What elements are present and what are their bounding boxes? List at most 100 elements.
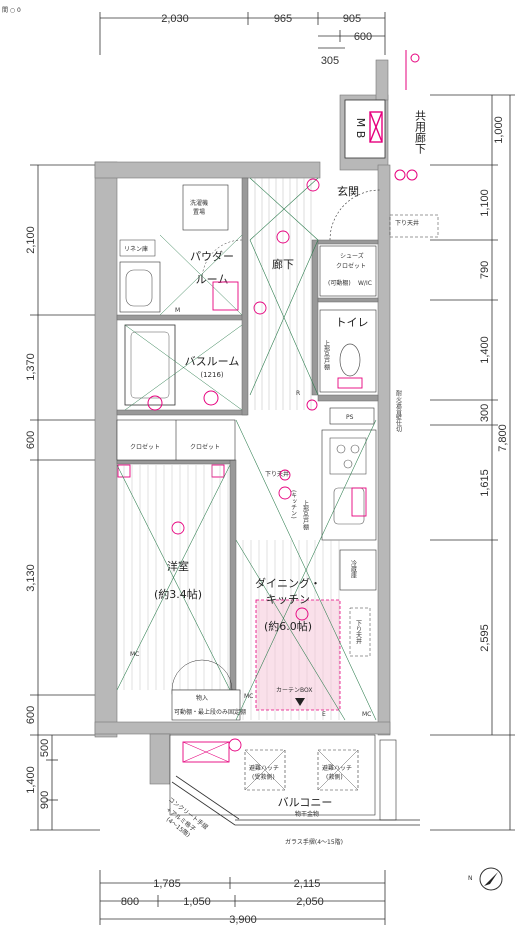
dim-bottom-d: 1,050 <box>183 896 211 908</box>
shoe-closet-label3: (可動棚) <box>328 279 351 287</box>
dim-right-f: 7,800 <box>497 424 509 452</box>
glass-railing-label: ガラス手摺(4〜15階) <box>285 838 343 846</box>
stove-icon <box>329 437 367 475</box>
mb-label: M B <box>354 118 367 139</box>
dim-left-d: 3,130 <box>25 564 37 592</box>
range-hood-icon <box>278 486 292 500</box>
bathtub <box>124 324 176 406</box>
dim-bottom-b: 2,115 <box>294 878 321 890</box>
shoe-closet <box>319 245 377 297</box>
dim-right-g: 1,615 <box>479 469 491 497</box>
upper-cabinet-toilet: 上部吊戸棚 <box>323 339 330 371</box>
laundry-label2: 置場 <box>193 208 205 216</box>
mc-label-dk1: MC <box>244 693 253 700</box>
toilet-tank-icon <box>337 377 363 389</box>
dim-right-e: 300 <box>479 404 491 422</box>
kitchen-side-label: (キッチン) <box>290 490 297 519</box>
bottom-dimensions <box>99 870 386 925</box>
toilet-switch-icon <box>306 399 318 411</box>
western-light-icon <box>171 521 185 535</box>
bath-drain-icon <box>147 395 163 411</box>
r-label: R <box>296 390 300 397</box>
linen-label: リネン庫 <box>124 245 148 253</box>
western-ceiling-lines <box>116 464 231 691</box>
bath-light-icon <box>203 390 219 406</box>
dim-left-b: 1,370 <box>25 353 37 381</box>
laundry-area <box>182 184 229 231</box>
dim-bottom-a: 1,785 <box>153 878 181 890</box>
burner3-icon <box>343 459 353 469</box>
burner2-icon <box>350 444 360 454</box>
ps-box <box>329 407 375 425</box>
dk-light-icon <box>295 607 309 621</box>
mc-label-dk2: MC <box>362 711 371 718</box>
kitchen-sink-icon <box>333 487 365 525</box>
closet-outlet2-icon <box>211 464 225 478</box>
curtain-box-label: カーテンBOX <box>276 687 312 694</box>
dim-right-d: 1,400 <box>479 336 491 364</box>
balcony-side-wall <box>379 739 397 821</box>
balcony-label: バルコニー <box>278 796 333 809</box>
dim-top-a: 2,030 <box>161 13 189 25</box>
dim-left-g: 1,400 <box>25 766 37 794</box>
drop-ceiling-dk: 下り天井 <box>355 620 362 645</box>
toilet-icon <box>339 343 361 377</box>
corner-note: 間 ○ 0 <box>2 7 21 14</box>
balcony-light-icon <box>228 738 242 752</box>
fireproof-label: 耐火遮音壁仕切 <box>395 389 402 433</box>
entrance-label: 玄関 <box>337 184 359 198</box>
balcony <box>169 734 376 816</box>
dim-left-a: 2,100 <box>25 226 37 254</box>
wic-label: W/IC <box>358 280 372 287</box>
left-dimensions <box>30 164 100 831</box>
hatch2-box <box>317 749 359 791</box>
dim-left-c: 600 <box>25 431 37 449</box>
dim-bottom-f: 3,900 <box>229 914 257 926</box>
curtain-arrow-icon <box>295 698 305 706</box>
upper-cabinet-kitchen: 上部吊戸棚 <box>302 499 309 531</box>
closet1-label: クロゼット <box>130 443 160 451</box>
dim-right-a: 1,000 <box>493 116 505 144</box>
hall-ceiling-lines <box>249 177 319 396</box>
bath-label1: バスルーム <box>185 355 240 368</box>
kitchen-counter <box>321 429 377 541</box>
ps-label: PS <box>346 414 354 421</box>
refrigerator-space <box>339 549 377 591</box>
drop-ceiling-entrance: 下り天井 <box>395 219 419 227</box>
laundry-label1: 洗濯機 <box>190 199 208 207</box>
hatch1-label2: (受救側) <box>252 773 275 781</box>
hall-light-icon <box>276 230 290 244</box>
diagonal-railing <box>171 781 236 826</box>
storage-box <box>171 689 241 721</box>
right-dimensions <box>430 94 515 831</box>
bath-ceiling-lines <box>124 324 243 411</box>
western-door-swing2 <box>201 659 233 691</box>
storage-label1: 物入 <box>196 694 208 702</box>
linen-storage <box>119 239 156 257</box>
dk-ceiling-lines <box>235 419 377 721</box>
hatch2-label1: 避難ハッチ <box>322 764 352 772</box>
e-label: E <box>322 711 326 718</box>
dim-top-d: 600 <box>354 31 372 43</box>
entrance-door-swing <box>329 189 381 241</box>
dk-label2: キッチン <box>266 593 310 606</box>
svg-text:N: N <box>468 875 473 882</box>
corridor-label: 共用廊下 <box>414 110 427 155</box>
sink-icon <box>125 269 153 307</box>
vanity <box>119 261 161 313</box>
hall-switch-icon <box>253 301 267 315</box>
drop-ceiling-box-dk <box>349 607 371 657</box>
western-door-swing1 <box>171 659 203 691</box>
dim-right-h: 2,595 <box>479 624 491 652</box>
corridor-fixtures <box>394 50 420 181</box>
western-flooring <box>123 465 229 690</box>
powder-ceiling-lines <box>159 234 243 316</box>
mc-label-western: MC <box>130 651 139 658</box>
dim-top-e: 305 <box>321 55 339 67</box>
storage-label2: 可動棚・最上段のみ固定棚 <box>174 708 246 716</box>
dim-left-h: 900 <box>39 791 51 809</box>
ac-unit-icon <box>182 741 230 763</box>
dk-label3: (約6.0帖) <box>264 619 312 633</box>
drying-hardware-label: 物干金物 <box>295 810 319 818</box>
